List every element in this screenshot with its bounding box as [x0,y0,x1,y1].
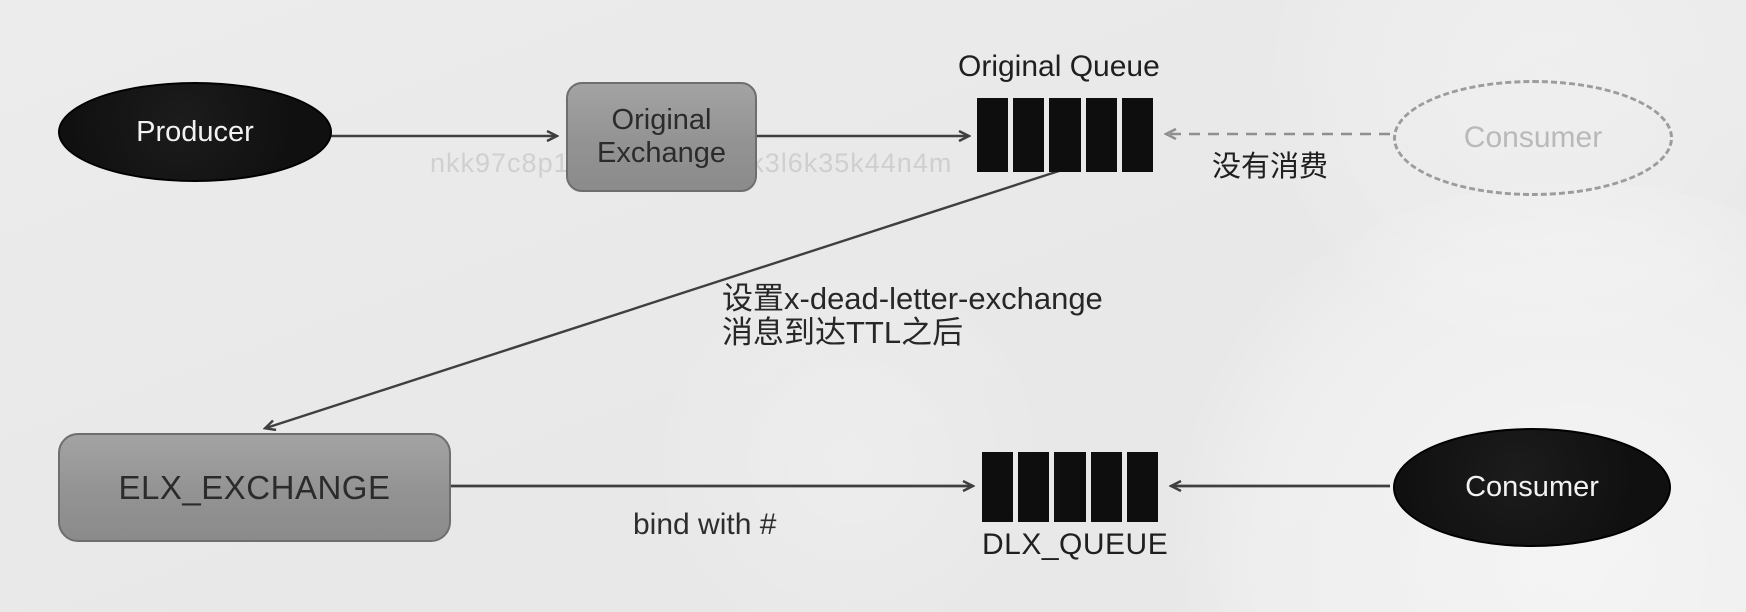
elx-exchange-node[interactable]: ELX_EXCHANGE [58,433,451,542]
queue-cell [1121,98,1154,172]
queue-cell [1054,452,1086,522]
queue-cell [1090,452,1122,522]
dead-letter-note-line1: 设置x-dead-letter-exchange [722,281,1103,316]
edge-queue-to-elx [266,168,1063,428]
idle-consumer-label: Consumer [1463,121,1603,154]
original-exchange-label: Original Exchange [597,103,726,169]
no-consume-label: 没有消费 [1212,151,1329,183]
bind-with-label: bind with # [633,508,777,541]
queue-cell [1085,98,1117,172]
producer-label: Producer [136,115,254,148]
queue-cell [1013,98,1045,172]
original-exchange-node[interactable]: Original Exchange [566,82,757,192]
queue-cell [977,98,1009,172]
producer-node[interactable]: Producer [58,82,332,182]
queue-cell [1126,452,1159,522]
consumer-label: Consumer [1465,471,1599,503]
queue-cell [1018,452,1050,522]
dead-letter-note: 设置x-dead-letter-exchange 消息到达TTL之后 [722,281,1103,351]
original-queue-label: Original Queue [958,50,1160,83]
queue-cell [982,452,1014,522]
elx-exchange-label: ELX_EXCHANGE [118,468,391,506]
dlx-queue-icon[interactable] [982,452,1159,522]
consumer-node[interactable]: Consumer [1393,428,1671,547]
dlx-queue-label: DLX_QUEUE [982,528,1169,561]
dead-letter-note-line2: 消息到达TTL之后 [722,315,964,351]
idle-consumer-node[interactable]: Consumer [1393,80,1673,196]
queue-cell [1049,98,1081,172]
original-queue-icon[interactable] [977,98,1154,172]
